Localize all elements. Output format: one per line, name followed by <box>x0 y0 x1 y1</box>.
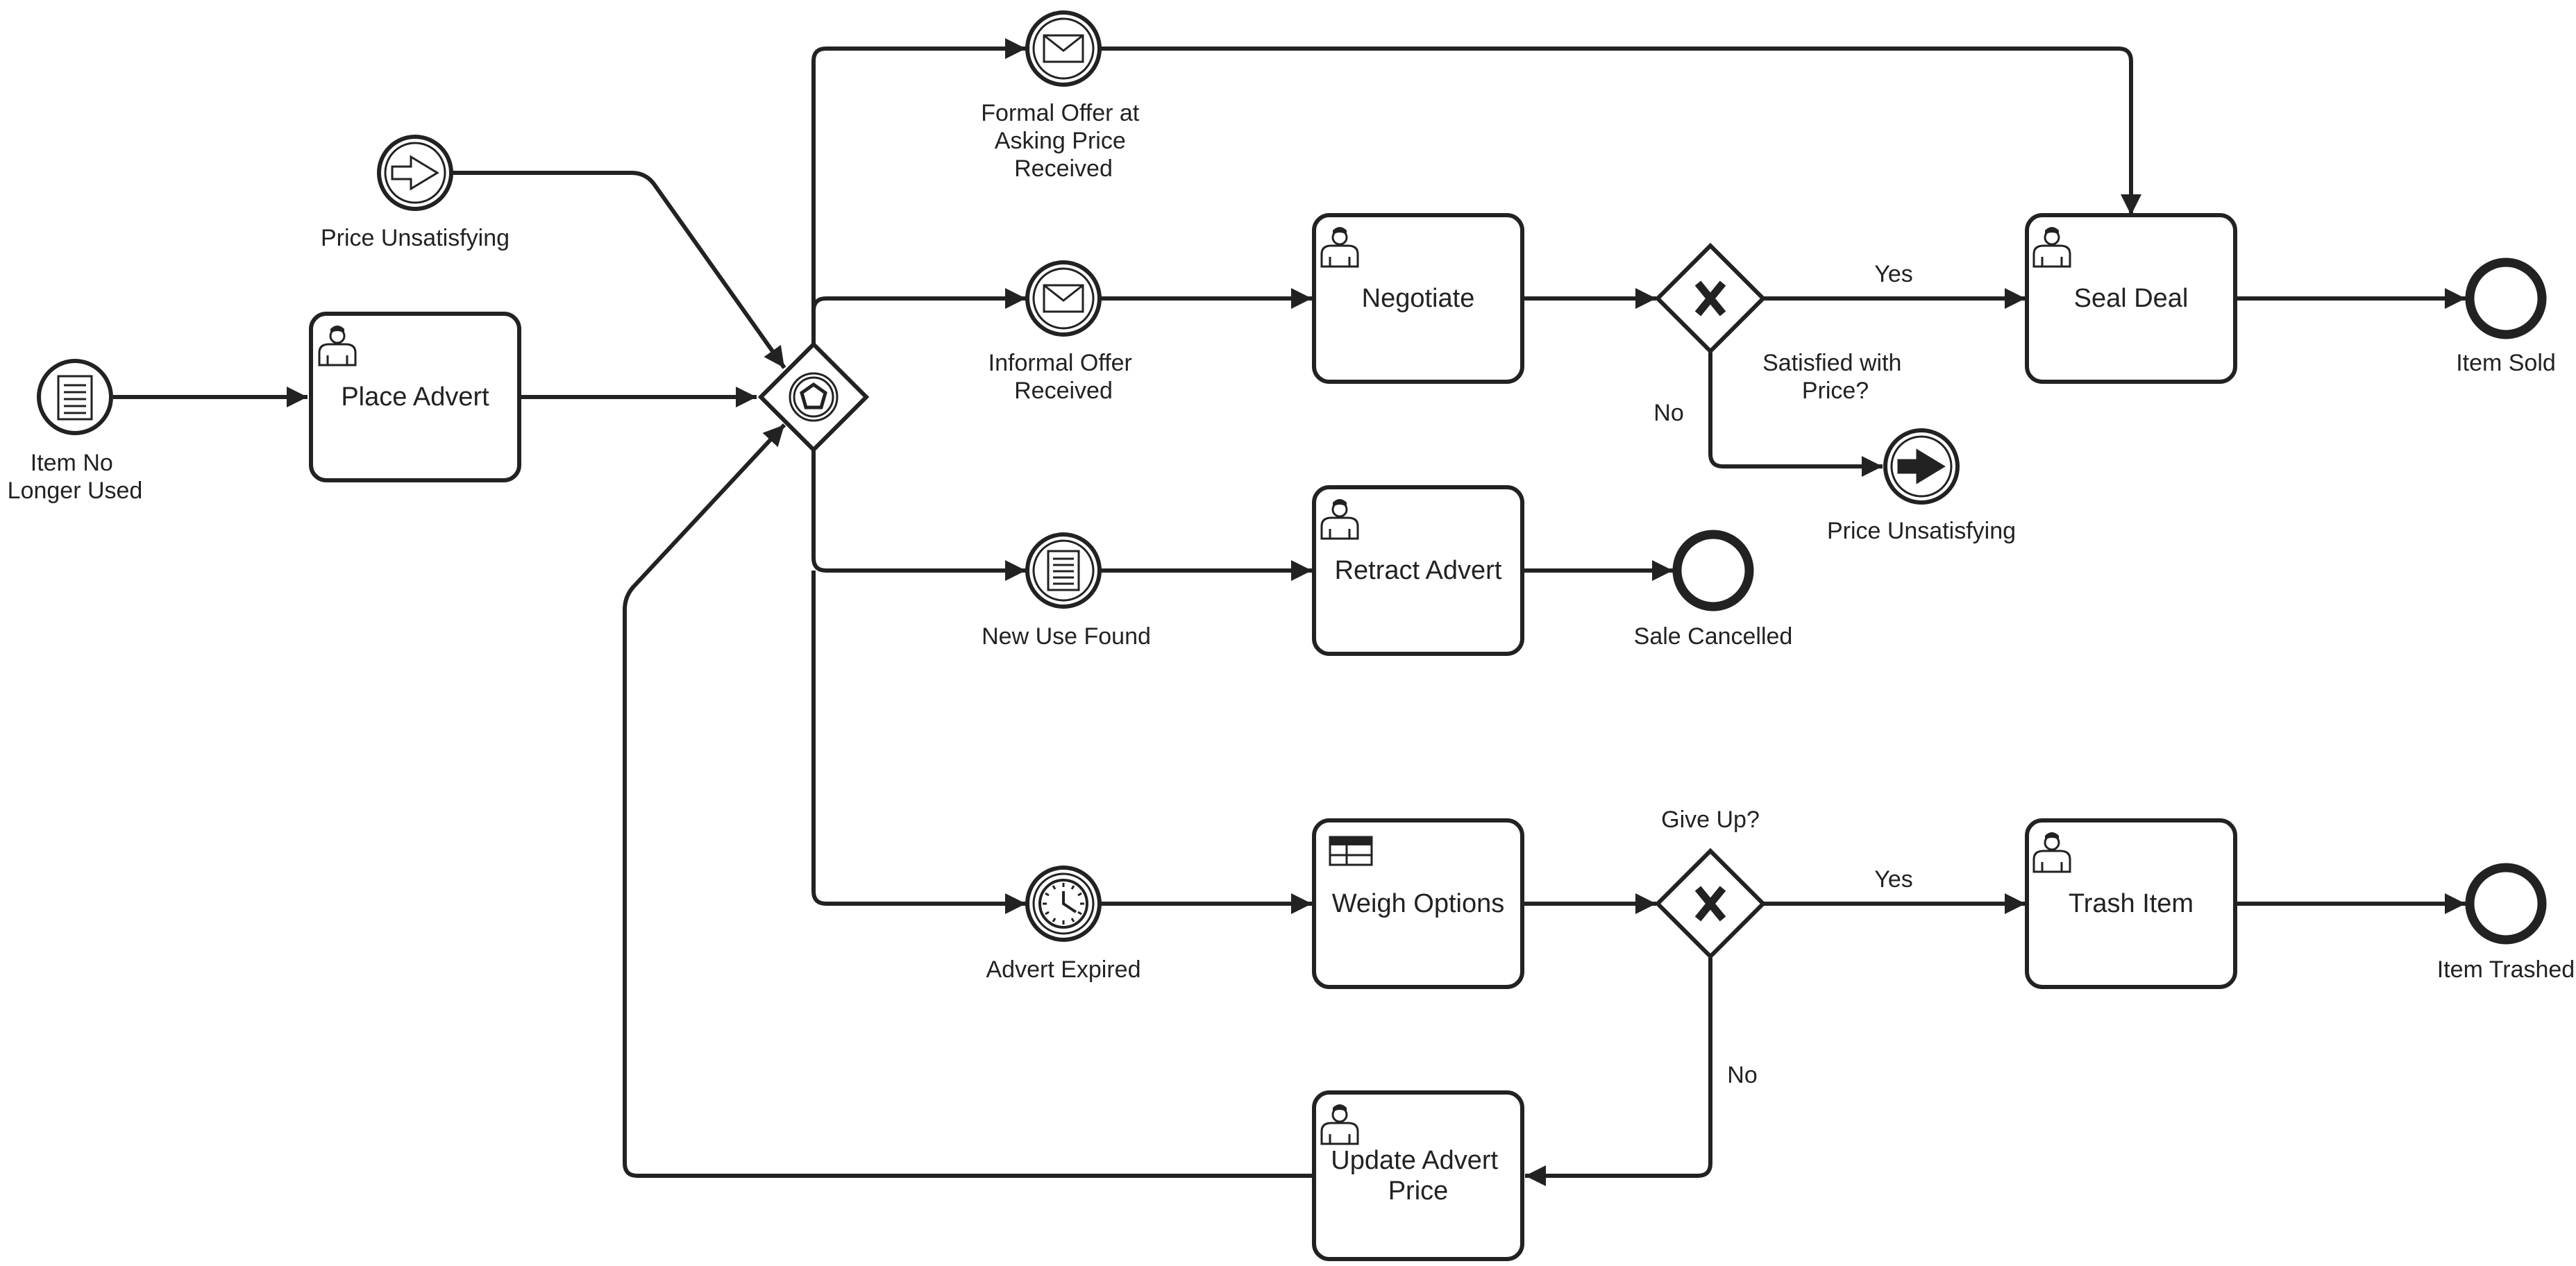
end-event-label: Item Trashed <box>2437 956 2575 983</box>
flow-label-giveup-no: No <box>1727 1062 1757 1088</box>
task-label: Place Advert <box>341 382 489 412</box>
task-label: Seal Deal <box>2074 284 2189 313</box>
envelope-icon <box>1043 34 1084 63</box>
task-label: Trash Item <box>2069 889 2194 918</box>
flow-formal-offer-to-seal-deal[interactable] <box>1101 47 2141 215</box>
clock-icon <box>1038 879 1088 929</box>
task-label: Retract Advert <box>1335 556 1502 585</box>
gateway-give-up[interactable]: Give Up? <box>1654 807 1767 960</box>
table-icon <box>1329 836 1373 866</box>
x-icon <box>1694 886 1726 922</box>
end-event-item-trashed[interactable]: Item Trashed <box>2437 863 2575 983</box>
event-label: Informal Offer Received <box>988 350 1139 404</box>
event-formal-offer[interactable]: Formal Offer at Asking Price Received <box>981 10 1145 182</box>
flow-label-satisfied-yes: Yes <box>1874 261 1912 287</box>
event-label: Advert Expired <box>986 956 1141 983</box>
gateway-satisfied-with-price[interactable]: Satisfied with Price? <box>1654 242 1908 404</box>
task-weigh-options[interactable]: Weigh Options <box>1312 818 1524 989</box>
event-informal-offer[interactable]: Informal Offer Received <box>988 260 1139 404</box>
x-icon <box>1694 280 1726 316</box>
event-label: Price Unsatisfying <box>1827 518 2016 544</box>
flow-satisfied-no[interactable] <box>1708 353 1883 477</box>
flow-price-unsatisfying-to-gateway[interactable] <box>446 171 786 369</box>
event-price-unsatisfying-throw[interactable]: Price Unsatisfying <box>1827 428 2016 544</box>
flow-label-satisfied-no: No <box>1653 400 1683 426</box>
signal-arrow-filled-icon <box>1897 448 1946 484</box>
flow-label-giveup-yes: Yes <box>1874 866 1912 893</box>
task-label: Negotiate <box>1362 284 1475 313</box>
task-label: Update Advert Price <box>1331 1146 1505 1206</box>
flow-gateway-to-formal-offer[interactable] <box>811 38 1026 344</box>
event-new-use-found[interactable]: New Use Found <box>982 532 1151 650</box>
gateway-label: Satisfied with Price? <box>1762 350 1908 404</box>
envelope-icon <box>1043 284 1084 313</box>
task-update-advert-price[interactable]: Update Advert Price <box>1312 1090 1524 1261</box>
task-trash-item[interactable]: Trash Item <box>2025 818 2237 989</box>
gateway-event-based[interactable] <box>757 341 870 453</box>
task-label: Weigh Options <box>1332 889 1505 918</box>
event-advert-expired[interactable]: Advert Expired <box>986 866 1141 983</box>
task-seal-deal[interactable]: Seal Deal <box>2025 213 2237 384</box>
document-icon <box>57 375 93 421</box>
gateway-label: Give Up? <box>1661 807 1760 833</box>
sequence-flows <box>113 38 2466 1186</box>
end-event-label: Sale Cancelled <box>1634 623 1793 650</box>
task-place-advert[interactable]: Place Advert <box>309 312 521 482</box>
flow-update-price-to-gateway[interactable] <box>623 423 1312 1178</box>
event-label: New Use Found <box>982 623 1151 650</box>
task-retract-advert[interactable]: Retract Advert <box>1312 485 1524 656</box>
event-label: Price Unsatisfying <box>321 225 510 251</box>
flow-gateway-to-new-use[interactable] <box>811 450 1026 581</box>
end-event-label: Item Sold <box>2456 350 2556 376</box>
end-event-sale-cancelled[interactable]: Sale Cancelled <box>1634 530 1793 650</box>
start-event-item-no-longer-used[interactable]: Item No Longer Used <box>8 359 143 504</box>
end-event-item-sold[interactable]: Item Sold <box>2456 258 2556 376</box>
document-icon <box>1047 550 1080 591</box>
event-price-unsatisfying-catch[interactable]: Price Unsatisfying <box>321 135 510 251</box>
flow-giveup-no[interactable] <box>1525 958 1712 1186</box>
start-event-label: Item No Longer Used <box>8 450 143 504</box>
signal-arrow-icon <box>391 155 439 191</box>
flow-gateway-to-informal-offer[interactable] <box>811 288 1026 312</box>
task-negotiate[interactable]: Negotiate <box>1312 213 1524 384</box>
flow-gateway-to-advert-expired[interactable] <box>811 571 1026 914</box>
event-label: Formal Offer at Asking Price Received <box>981 100 1145 182</box>
pentagon-icon <box>800 382 827 410</box>
